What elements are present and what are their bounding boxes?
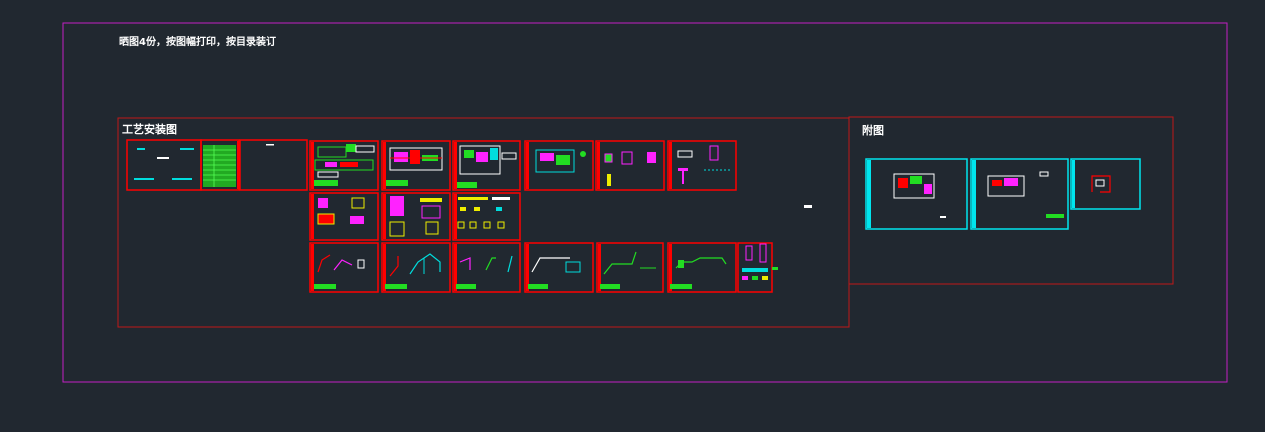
sheet-system-3[interactable]: [452, 242, 521, 293]
appendix-group-label: 附图: [862, 124, 884, 137]
sheet-section-2[interactable]: [381, 192, 451, 241]
sheet-plan-2[interactable]: [381, 140, 451, 191]
sheet-system-6[interactable]: [667, 242, 737, 293]
sheet-system-1[interactable]: [309, 242, 379, 293]
sheet-plan-3[interactable]: [452, 140, 521, 191]
sheet-detail-2[interactable]: [667, 140, 737, 191]
sheet-section-3[interactable]: [452, 192, 521, 241]
sheet-system-5[interactable]: [596, 242, 664, 293]
appendix-sheet-1[interactable]: [865, 158, 968, 230]
sheet-notes[interactable]: [239, 139, 308, 191]
outer-frame: [62, 22, 1228, 383]
sheet-section-1[interactable]: [309, 192, 379, 241]
sheet-plan-1[interactable]: [309, 140, 379, 191]
sheet-plan-4[interactable]: [524, 140, 594, 191]
scale-mark: [804, 205, 812, 208]
sheet-cover[interactable]: [126, 139, 202, 191]
sheet-legend[interactable]: [737, 242, 778, 293]
sheet-detail-1[interactable]: [595, 140, 665, 191]
sheet-system-4[interactable]: [524, 242, 594, 293]
sheet-system-2[interactable]: [381, 242, 451, 293]
appendix-sheet-3[interactable]: [1070, 158, 1141, 210]
appendix-group-frame: [848, 116, 1174, 285]
appendix-sheet-2[interactable]: [970, 158, 1069, 230]
drawing-note: 晒图4份，按图幅打印，按目录装订: [119, 37, 276, 48]
process-group-label: 工艺安装图: [122, 123, 177, 136]
sheet-index[interactable]: [200, 139, 240, 191]
